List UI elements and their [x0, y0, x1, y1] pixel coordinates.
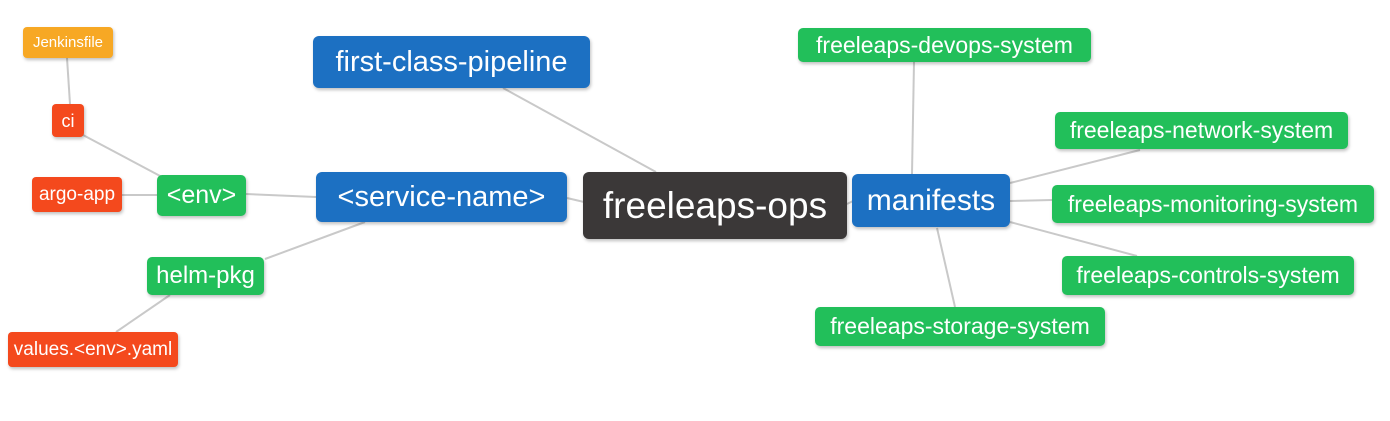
- node-argo-app[interactable]: argo-app: [32, 177, 122, 212]
- node-manifests[interactable]: manifests: [852, 174, 1010, 227]
- node-devops-system[interactable]: freeleaps-devops-system: [798, 28, 1091, 62]
- edge-manifests-monitoring: [1009, 199, 1053, 202]
- node-network-system[interactable]: freeleaps-network-system: [1055, 112, 1348, 149]
- node-service-name[interactable]: <service-name>: [316, 172, 567, 222]
- edge-fcp-freeleaps-ops: [502, 87, 657, 173]
- node-first-class-pipeline[interactable]: first-class-pipeline: [313, 36, 590, 88]
- edge-jenkinsfile-ci: [66, 57, 71, 105]
- edge-manifests-storage: [936, 227, 956, 308]
- node-helm-pkg[interactable]: helm-pkg: [147, 257, 264, 295]
- node-jenkinsfile[interactable]: Jenkinsfile: [23, 27, 113, 58]
- edge-ci-env: [82, 134, 163, 178]
- node-values-env-yaml[interactable]: values.<env>.yaml: [8, 332, 178, 367]
- node-env[interactable]: <env>: [157, 175, 246, 216]
- edge-manifests-network: [1009, 149, 1141, 184]
- edge-manifests-controls: [1009, 221, 1138, 257]
- edge-manifests-devops: [911, 61, 915, 175]
- node-storage-system[interactable]: freeleaps-storage-system: [815, 307, 1105, 346]
- node-monitoring-system[interactable]: freeleaps-monitoring-system: [1052, 185, 1374, 223]
- node-freeleaps-ops[interactable]: freeleaps-ops: [583, 172, 847, 239]
- node-ci[interactable]: ci: [52, 104, 84, 137]
- edge-env-service-name: [245, 193, 317, 198]
- edge-helm-pkg-values: [115, 294, 171, 333]
- edge-service-name-helm-pkg: [264, 221, 366, 260]
- edge-service-name-ops: [566, 197, 585, 203]
- node-controls-system[interactable]: freeleaps-controls-system: [1062, 256, 1354, 295]
